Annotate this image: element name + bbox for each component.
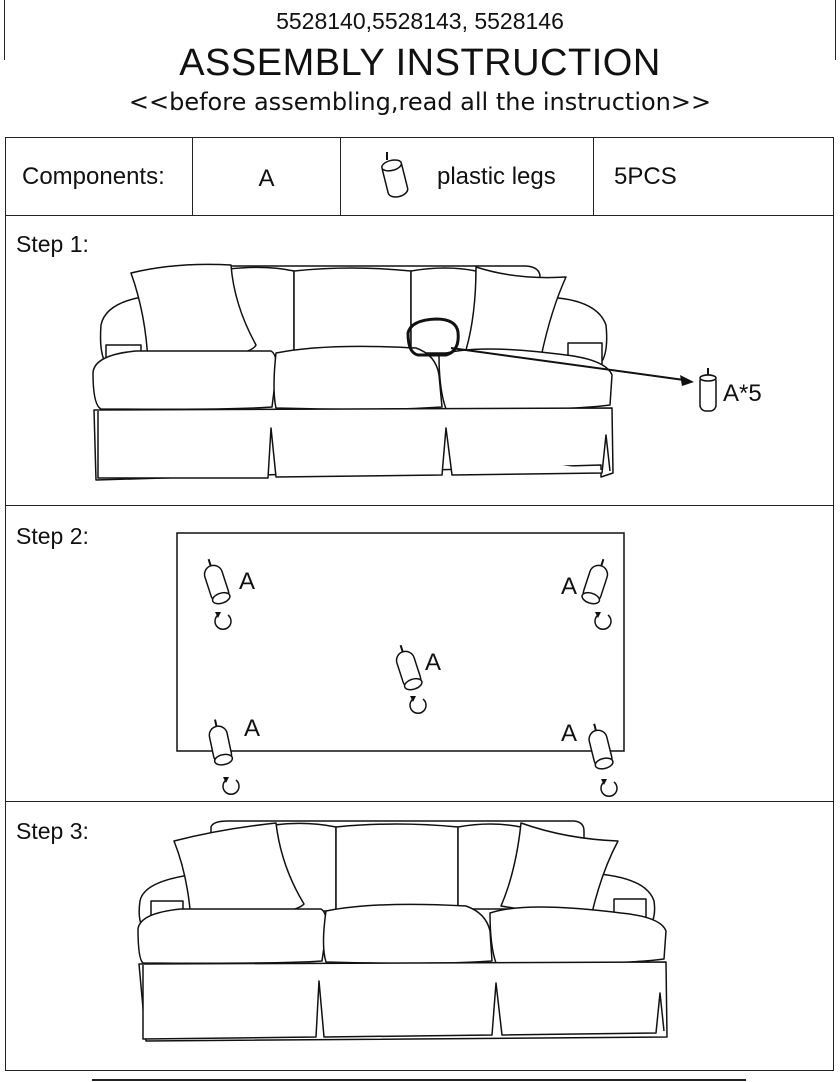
components-table: Components: A plastic legs 5PCS [5,137,834,216]
sofa-illustration-step3 [137,820,668,1042]
step-2-label: Step 2: [16,523,89,549]
plastic-leg-icon [381,151,409,198]
step-1-callout: A*5 [723,380,762,407]
plastic-leg-icon [699,368,717,412]
page-edge [4,0,5,60]
page-title: ASSEMBLY INSTRUCTION [179,42,661,84]
step-2-panel: Step 2: A A A A A [5,505,834,802]
leg-label-bottom-right: A [561,720,578,747]
components-label: Components: [22,162,165,190]
page-edge [835,0,836,60]
part-letter: A [258,164,275,192]
leg-label-bottom-left: A [244,715,261,742]
part-letter-cell: A [193,138,341,215]
leg-label-center: A [425,649,442,676]
step-3-panel: Step 3: [5,801,834,1071]
model-numbers: 5528140,5528143, 5528146 [276,8,564,34]
part-quantity: 5PCS [614,162,677,190]
quantity-cell: 5PCS [594,138,833,215]
bottom-rule [92,1079,746,1081]
leg-label-top-right: A [561,573,578,600]
page-subtitle: <<before assembling,read all the instruc… [128,88,712,116]
part-name: plastic legs [437,162,556,190]
sofa-bottom-diagram [176,532,625,797]
step-1-panel: Step 1: [5,215,834,506]
sofa-illustration-step1 [92,263,717,481]
leg-label-top-left: A [239,568,256,595]
components-label-cell: Components: [6,138,193,215]
part-name-cell: plastic legs [341,138,594,215]
step-3-label: Step 3: [16,818,89,844]
step-1-label: Step 1: [16,231,89,257]
